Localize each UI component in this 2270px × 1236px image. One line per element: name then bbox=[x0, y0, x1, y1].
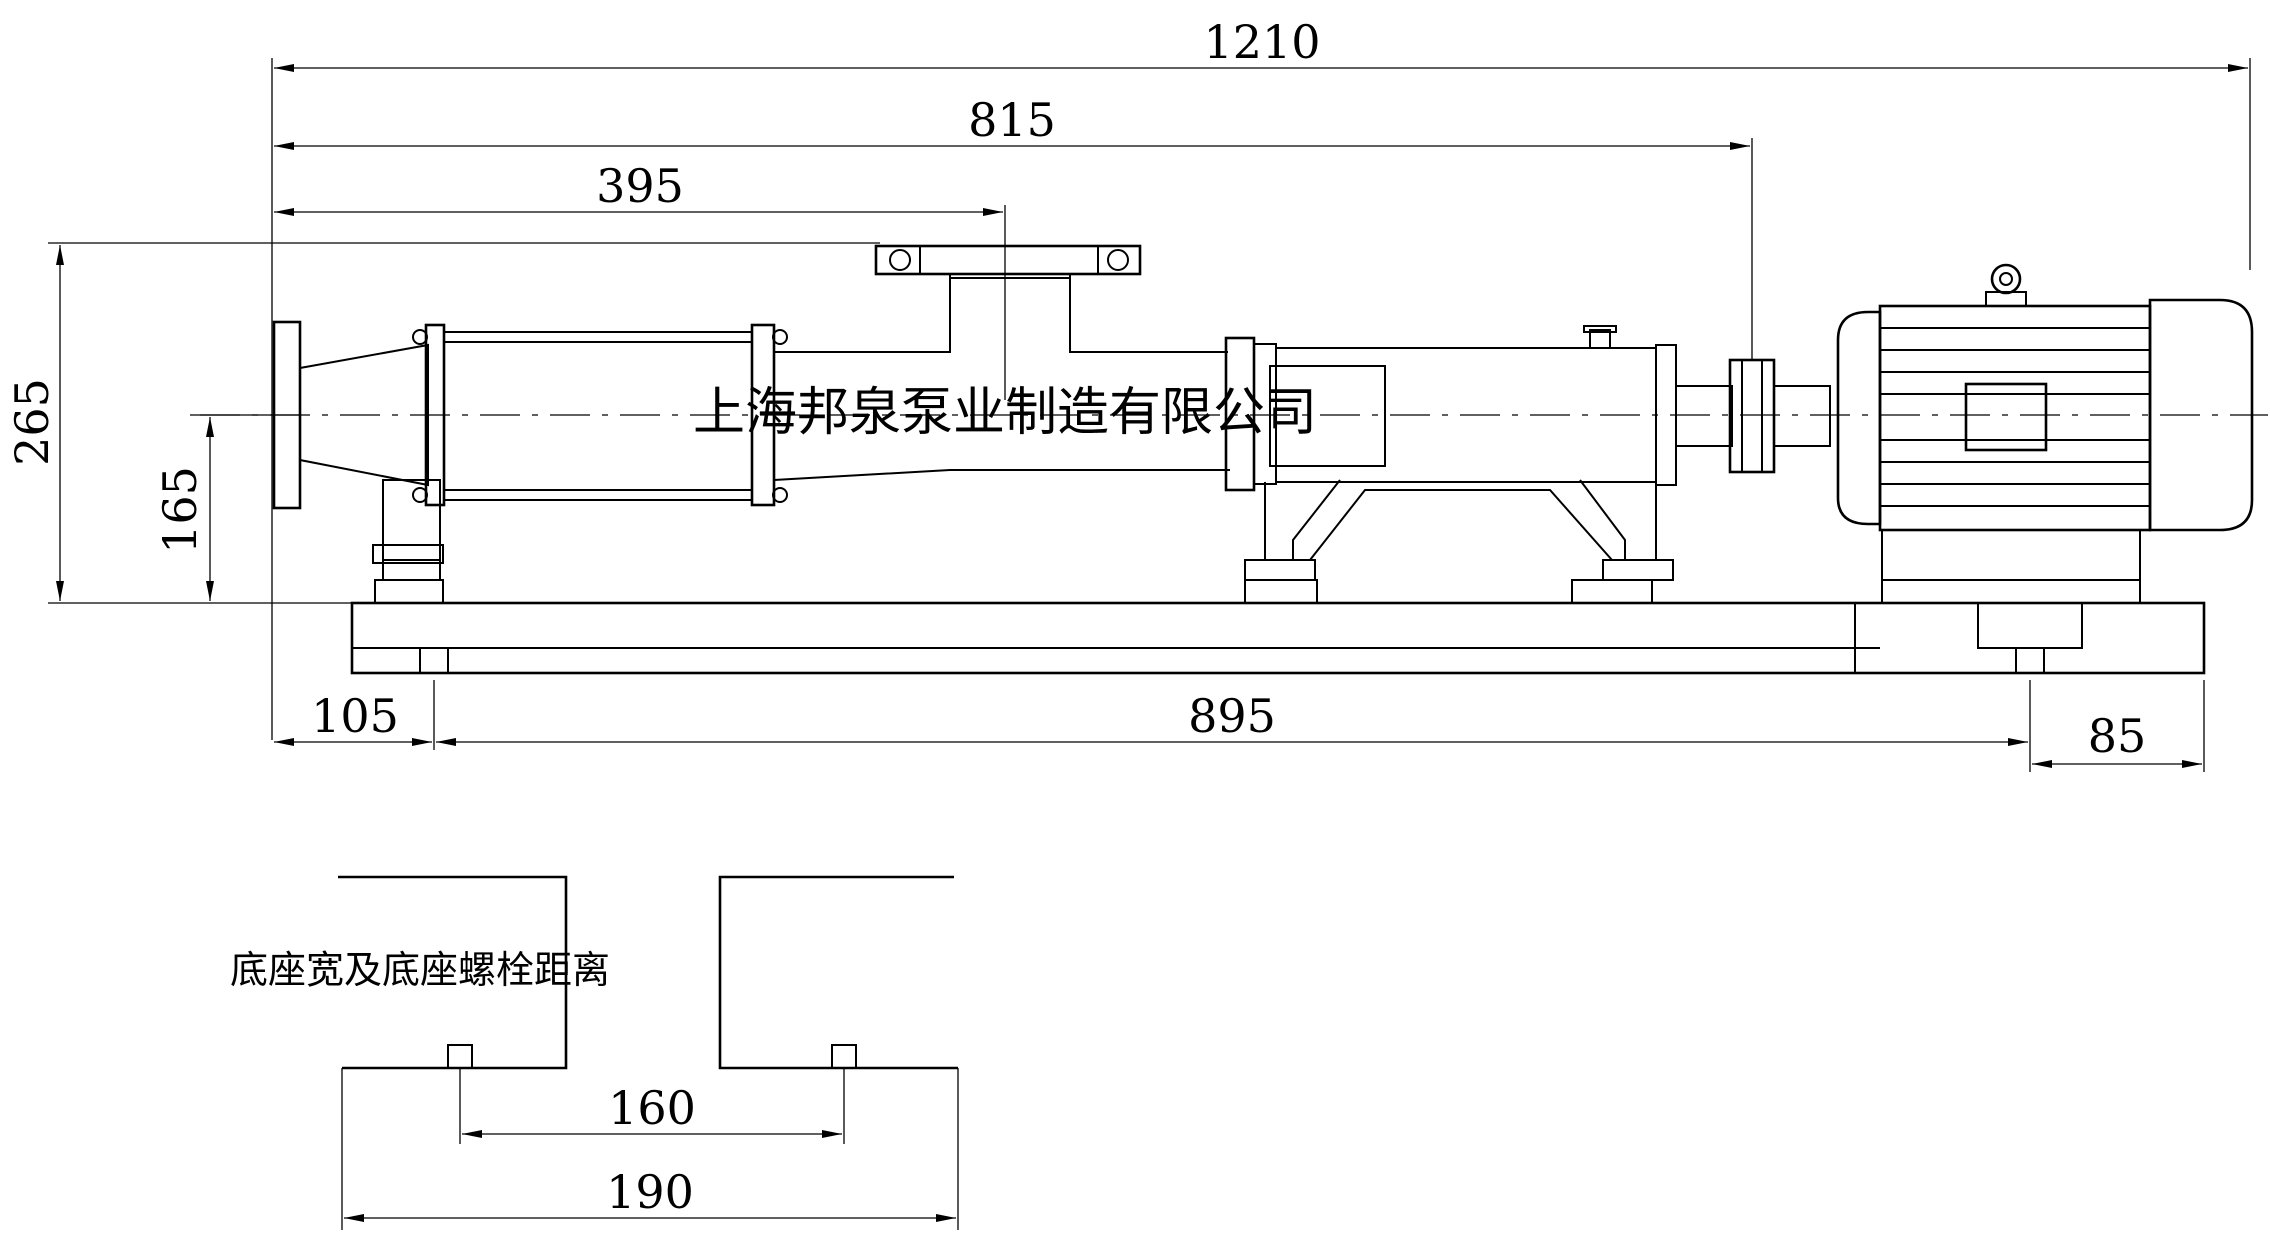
dim-to-outlet: 395 bbox=[596, 159, 684, 213]
bearing-housing bbox=[1224, 325, 1677, 604]
dim-overall-height: 265 bbox=[5, 378, 59, 466]
dim-base-width: 190 bbox=[606, 1165, 694, 1219]
inlet-flange bbox=[272, 320, 429, 510]
dimension-lines-top bbox=[271, 58, 2251, 740]
dim-inlet-center-height: 165 bbox=[153, 466, 207, 554]
base-section-label: 底座宽及底座螺栓距离 bbox=[230, 948, 610, 992]
pump-stator bbox=[372, 323, 788, 604]
base-section-view bbox=[338, 875, 959, 1230]
company-watermark: 上海邦泉泵业制造有限公司 bbox=[693, 383, 1317, 443]
dimension-lines-bottom bbox=[274, 680, 2205, 772]
shaft-coupling bbox=[1675, 358, 1831, 474]
electric-motor bbox=[1836, 263, 2254, 604]
dim-base-bolt-distance: 160 bbox=[608, 1081, 696, 1135]
base-plate bbox=[350, 601, 2206, 675]
suction-housing bbox=[773, 244, 1230, 481]
dim-to-coupling: 815 bbox=[968, 93, 1056, 147]
dim-overall-length: 1210 bbox=[1203, 15, 1320, 69]
dim-base-left-offset: 105 bbox=[311, 689, 399, 743]
dim-base-right-offset: 85 bbox=[2088, 709, 2147, 763]
dim-base-bolt-span: 895 bbox=[1188, 689, 1276, 743]
